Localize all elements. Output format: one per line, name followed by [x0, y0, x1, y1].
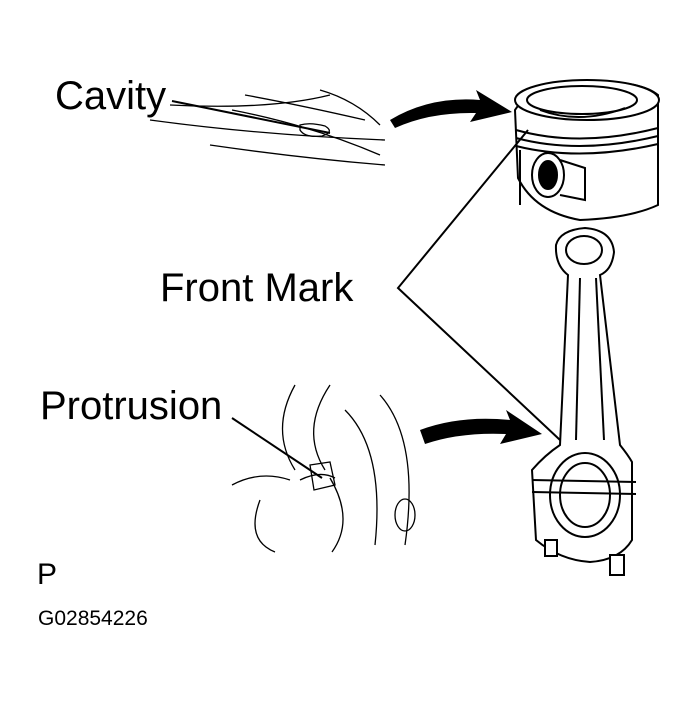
curved-arrow-icon: [390, 90, 512, 128]
connecting-rod: [530, 226, 637, 576]
block-bearing-sketch: [231, 384, 416, 553]
protrusion-label: Protrusion: [40, 384, 223, 428]
front-mark-leader-line: [396, 129, 561, 441]
figure-id: G02854226: [38, 607, 148, 630]
cavity-leader-line: [171, 100, 331, 134]
curved-arrow-icon: [420, 410, 542, 444]
front-mark-label: Front Mark: [160, 266, 354, 310]
piston: [513, 79, 660, 222]
cavity-label: Cavity: [55, 74, 167, 118]
view-marker: P: [37, 558, 58, 591]
protrusion-leader-line: [231, 417, 323, 479]
cylinder-block-sketch: [149, 89, 386, 166]
